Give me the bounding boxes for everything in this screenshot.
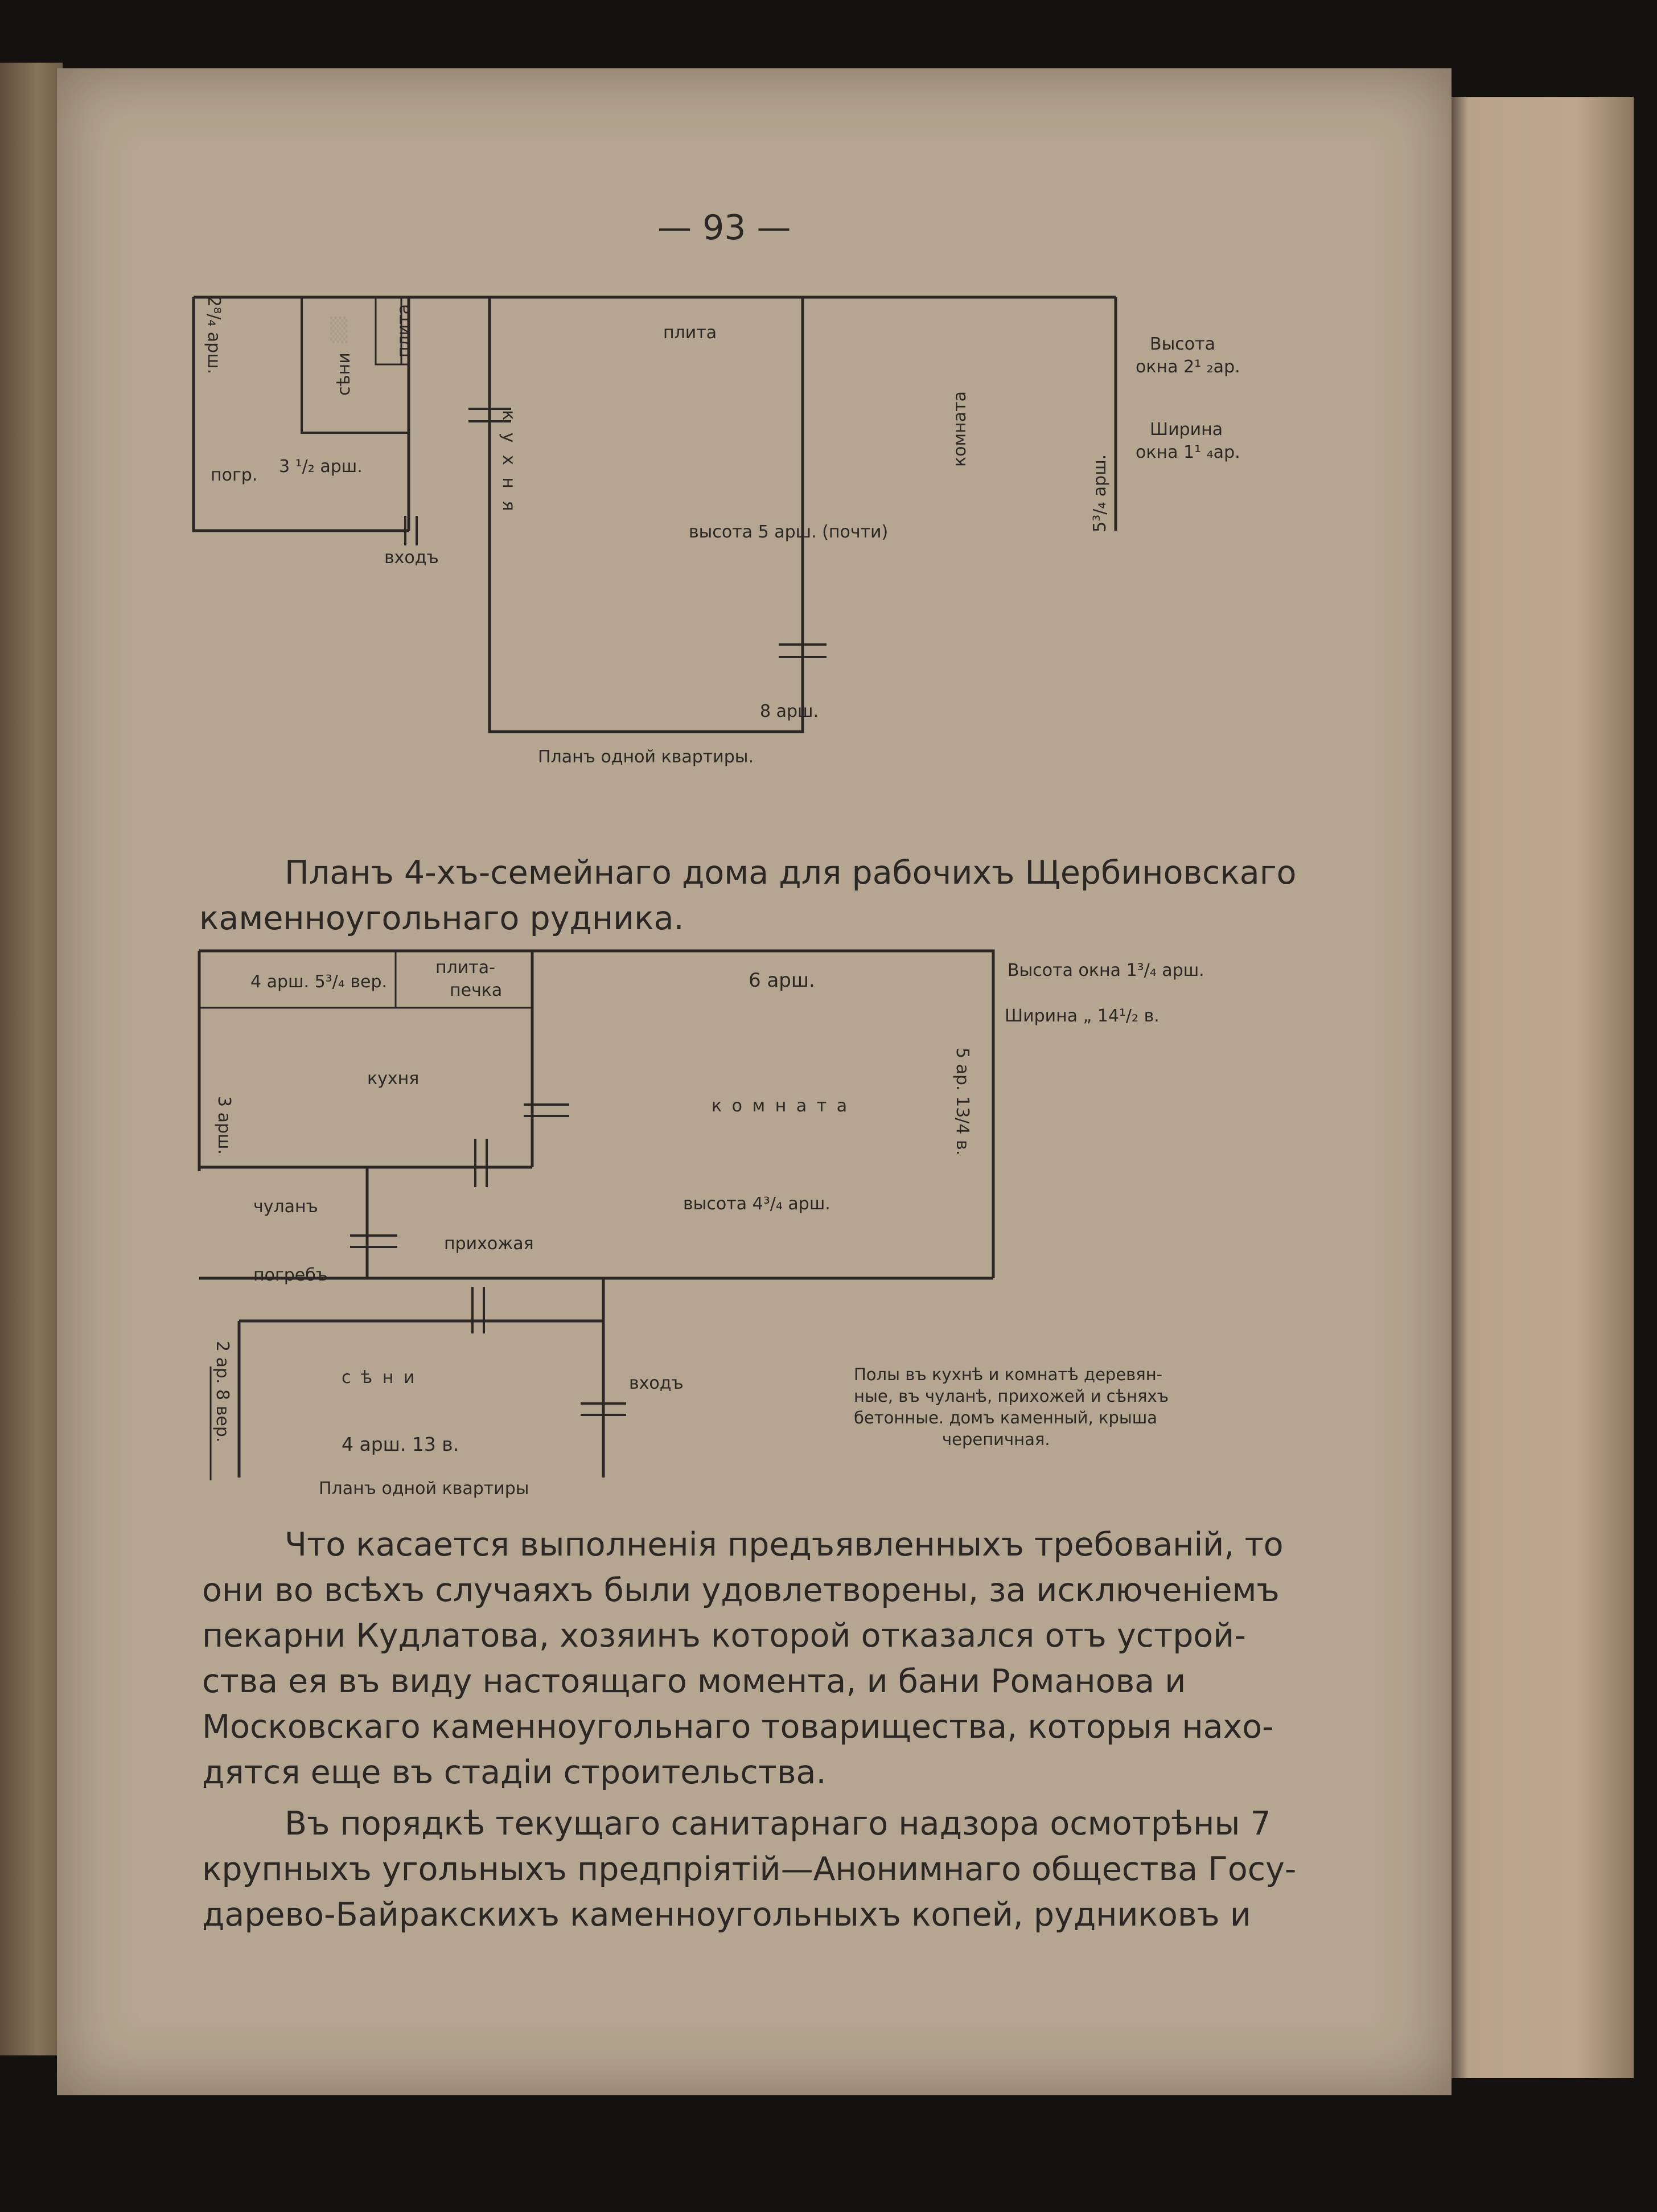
plan2-label-plita2: печка [450, 980, 503, 1000]
plan2-label-vysota: высота 4³/₄ арш. [683, 1194, 830, 1214]
left-page-edge [0, 63, 63, 2055]
body-line-7: Въ порядкѣ текущаго санитарнаго надзора … [285, 1805, 1271, 1842]
plan2-dim-room: 6 арш. [749, 969, 815, 992]
plan2-label-kukhnya: кухня [367, 1069, 420, 1089]
plan1-note-width-value: окна 1¹ ₄ар. [1136, 442, 1240, 462]
plan1-note-width-label: Ширина [1150, 420, 1223, 440]
page-number: — 93 — [657, 208, 791, 248]
plan1-caption: Планъ одной квартиры. [538, 747, 754, 767]
plan2-label-prikhozhaya: прихожая [444, 1234, 534, 1254]
plan1-label-plita: плита [663, 323, 717, 343]
plan1-label-vkhod: входъ [384, 548, 439, 568]
plan1-label-vysota: высота 5 арш. (почти) [689, 522, 889, 542]
plan2-label-chulan: чуланъ [253, 1197, 318, 1217]
plan2-dim-bottom: 4 арш. 13 в. [342, 1433, 459, 1455]
plan2-window-height: Высота окна 1³/₄ арш. [1008, 961, 1204, 980]
bleed-through-text: ▒ [330, 317, 348, 343]
plan2-window-width: Ширина „ 14¹/₂ в. [1005, 1006, 1160, 1026]
body-line-4: ства ея въ виду настоящаго момента, и ба… [202, 1663, 1186, 1700]
body-line-3: пекарни Кудлатова, хозяинъ которой отказ… [202, 1617, 1246, 1655]
plan2-caption: Планъ одной квартиры [319, 1479, 529, 1499]
plan2-dim-left: 3 арш. [214, 1096, 234, 1155]
plan1-note-height-value: окна 2¹ ₂ар. [1136, 357, 1240, 377]
body-line-9: дарево-Байракскихъ каменноугольныхъ копе… [202, 1896, 1251, 1934]
page-stack-edge [1446, 97, 1634, 2078]
plan2-floor-note-1: Полы въ кухнѣ и комнатѣ деревян- [854, 1365, 1163, 1384]
plan2-dim-right: 5 ар. 13/4 в. [952, 1048, 972, 1156]
plan1-dim-seni: 3 ¹/₂ арш. [279, 457, 363, 477]
heading-line-2: каменноугольнаго рудника. [199, 900, 684, 937]
body-line-6: дятся еще въ стадіи строительства. [202, 1754, 827, 1791]
plan2-dim-top-left: 4 арш. 5³/₄ вер. [250, 972, 388, 992]
heading-line-1: Планъ 4-хъ-семейнаго дома для рабочихъ Щ… [285, 854, 1297, 892]
plan1-label-pogr: погр. [211, 465, 258, 485]
plan2-label-pogreb: погребъ [253, 1265, 328, 1285]
plan1-dim-bottom: 8 арш. [760, 701, 819, 721]
body-line-1: Что касается выполненія предъявленныхъ т… [285, 1526, 1284, 1563]
plan-2-drawing [198, 949, 995, 1480]
plan2-floor-note-2: ные, въ чуланѣ, прихожей и сѣняхъ [854, 1386, 1169, 1406]
plan2-label-seni: с ѣ н и [342, 1368, 417, 1388]
plan2-dim-left2: 2 ар. 8 вер. [212, 1341, 232, 1443]
plan1-note-height-label: Высота [1150, 334, 1215, 354]
plan-1-drawing [192, 296, 1117, 733]
plan2-floor-note-3: бетонные. домъ каменный, крыша [854, 1408, 1158, 1427]
plan2-floor-note-4: черепичная. [942, 1430, 1050, 1449]
body-line-5: Московскаго каменноугольнаго товариществ… [202, 1708, 1274, 1746]
body-line-2: они во всѣхъ случаяхъ были удовлетворены… [202, 1571, 1280, 1609]
body-line-8: крупныхъ угольныхъ предпріятій—Анонимнаг… [202, 1850, 1297, 1888]
page-93: ▒ — 93 — [57, 68, 1452, 2095]
plan2-label-vkhod: входъ [629, 1373, 684, 1393]
plan2-label-plita1: плита- [435, 958, 495, 978]
plan2-label-komnata: к о м н а т а [712, 1096, 850, 1116]
